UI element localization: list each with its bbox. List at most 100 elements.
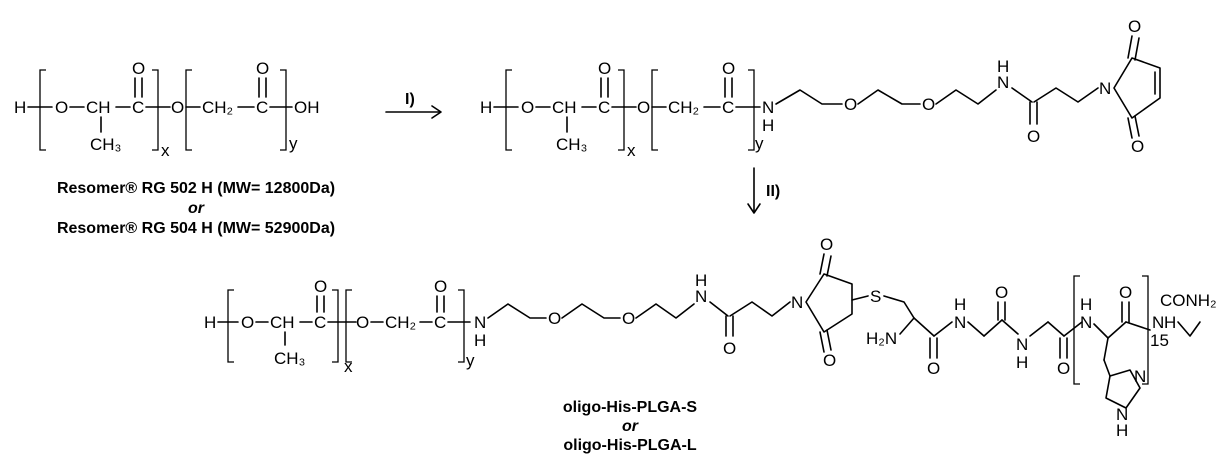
starting-material-name-a: Resomer® RG 502 H (MW= 12800Da) <box>57 180 335 197</box>
atom-h-terminal-amide: H <box>1164 313 1176 332</box>
atom-h2n: H₂N <box>866 329 897 348</box>
atom-c-carbonyl: C <box>598 98 610 117</box>
bond <box>1103 359 1111 377</box>
atom-h-peptide: H <box>1016 353 1028 372</box>
succinimide-ring <box>805 273 853 333</box>
product-name-b: oligo-His-PLGA-L <box>563 437 697 454</box>
reaction-arrow-1: I) <box>385 91 442 119</box>
bracket-y-left <box>185 69 192 151</box>
plga-linker-maleimide: H O CH CH₃ C O x O CH₂ C O y N H O <box>480 17 1161 160</box>
bond <box>1125 321 1151 331</box>
atom-s-thioether: S <box>870 287 881 306</box>
bracket-y-right <box>748 69 755 151</box>
atom-o-ether: O <box>521 98 534 117</box>
bracket-y-right <box>458 289 465 363</box>
bond <box>1093 323 1109 339</box>
double-bond <box>1134 37 1140 61</box>
atom-ch3: CH₃ <box>274 349 305 368</box>
bond <box>967 321 985 337</box>
product-or: or <box>622 418 639 435</box>
starting-material-or: or <box>188 200 205 217</box>
atom-o-peptide: O <box>995 283 1008 302</box>
atom-n-imidazole-h: N <box>1116 405 1128 424</box>
atom-n-terminal-amide: N <box>1152 313 1164 332</box>
step-label-1: I) <box>405 91 415 108</box>
atom-o-peptide: O <box>927 359 940 378</box>
bond <box>1047 321 1065 337</box>
double-bond <box>819 331 825 353</box>
step-label-2: II) <box>766 183 780 200</box>
atom-c-carbonyl: C <box>314 313 326 332</box>
bracket-x-left <box>505 69 512 151</box>
linker-chain <box>935 89 997 105</box>
atom-o-succinimide: O <box>823 351 836 370</box>
atom-o-carbonyl: O <box>722 59 735 78</box>
atom-n-amide: N <box>762 98 774 117</box>
linker-chain <box>729 301 791 317</box>
atom-o-peg: O <box>548 309 561 328</box>
atom-h-terminal: H <box>480 98 492 117</box>
bracket-y-left <box>651 69 658 151</box>
bond <box>933 321 953 337</box>
double-bond <box>1127 117 1133 139</box>
atom-h-terminal: H <box>204 313 216 332</box>
bracket-y-right <box>280 69 287 151</box>
atom-ch2: CH₂ <box>385 313 416 332</box>
repeat-x: x <box>627 141 636 160</box>
bond <box>1001 319 1019 335</box>
bond <box>1107 321 1127 339</box>
atom-n-amide: N <box>695 287 707 306</box>
arrow-head <box>431 105 442 119</box>
atom-n-peptide: N <box>1080 313 1092 332</box>
atom-o-carbonyl: O <box>314 277 327 296</box>
repeat-15: 15 <box>1150 331 1169 350</box>
repeat-y: y <box>466 351 475 370</box>
atom-c-carbonyl: C <box>132 98 144 117</box>
atom-o-ether: O <box>55 98 68 117</box>
atom-n-amide: N <box>474 313 486 332</box>
linker-chain <box>561 303 621 319</box>
atom-o-peptide: O <box>1119 283 1132 302</box>
atom-o-succinimide: O <box>820 235 833 254</box>
atom-ch: CH <box>86 98 111 117</box>
repeat-x: x <box>161 141 170 160</box>
starting-material-name-b: Resomer® RG 504 H (MW= 52900Da) <box>57 220 335 237</box>
bracket-his-left <box>1073 275 1080 385</box>
atom-o-ester: O <box>637 98 650 117</box>
linker-chain <box>1177 321 1201 337</box>
bond <box>913 317 935 337</box>
imidazole-ring <box>1105 369 1141 409</box>
linker-chain <box>1033 87 1099 103</box>
atom-ch2: CH₂ <box>202 98 233 117</box>
atom-n-peptide: N <box>954 313 966 332</box>
double-bond <box>1134 115 1140 137</box>
atom-c-carbonyl: C <box>434 313 446 332</box>
repeat-y: y <box>289 134 298 153</box>
double-bond <box>819 253 825 275</box>
bracket-his-right <box>1142 275 1149 385</box>
atom-o-maleimide: O <box>1131 137 1144 156</box>
atom-h-amide: H <box>762 116 774 135</box>
atom-h-peptide: H <box>954 295 966 314</box>
atom-c-carbonyl: C <box>256 98 268 117</box>
atom-o-amide: O <box>1027 127 1040 146</box>
atom-ch: CH <box>270 313 295 332</box>
reaction-arrow-2: II) <box>747 167 780 214</box>
atom-o-ether: O <box>241 313 254 332</box>
atom-h-amide: H <box>695 271 707 290</box>
atom-n-maleimide: N <box>1099 79 1111 98</box>
atom-o-carbonyl: O <box>434 277 447 296</box>
atom-o-peg: O <box>622 309 635 328</box>
atom-h-peptide: H <box>1080 295 1092 314</box>
atom-h-amide: H <box>474 331 486 350</box>
bond <box>983 319 1003 337</box>
bracket-x-left <box>39 69 46 151</box>
atom-ch3: CH₃ <box>90 135 121 154</box>
atom-h-terminal: H <box>14 98 26 117</box>
plga-oligohistidine-conjugate: H O CH CH₃ C O x O CH₂ C O y N H O <box>204 235 1217 440</box>
maleimide-ring <box>1113 57 1161 119</box>
atom-o-ester: O <box>356 313 369 332</box>
arrow-head <box>747 203 761 214</box>
double-bond <box>826 329 832 351</box>
atom-n-peptide: N <box>1016 335 1028 354</box>
